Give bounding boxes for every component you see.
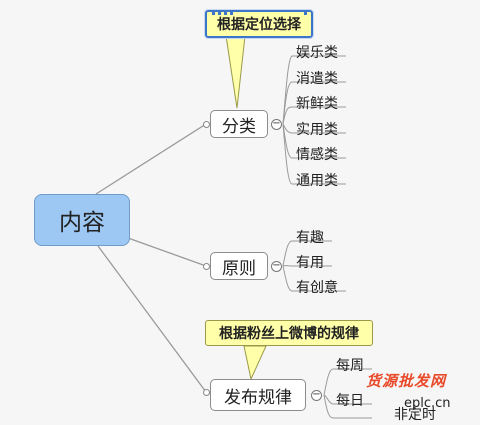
topic-principles[interactable]: 原则	[210, 252, 268, 280]
leaf-emotional[interactable]: 情感类	[296, 147, 338, 163]
selection-handle[interactable]	[224, 12, 227, 15]
topic-principles-label: 原则	[222, 258, 256, 279]
watermark-logo: 货源批发网	[366, 372, 447, 390]
leaf-daily[interactable]: 每日	[336, 393, 364, 409]
leaf-entertainment[interactable]: 娱乐类	[296, 45, 338, 61]
callout-text: 根据定位选择	[217, 17, 301, 33]
leaf-general[interactable]: 通用类	[296, 173, 338, 189]
selection-handle[interactable]	[304, 12, 307, 15]
topic-categories-label: 分类	[222, 116, 256, 137]
leaf-novelty[interactable]: 新鲜类	[296, 96, 338, 112]
collapse-toggle[interactable]: −	[311, 389, 322, 401]
leaf-practical[interactable]: 实用类	[296, 122, 338, 138]
leaf-pastime[interactable]: 消遣类	[296, 71, 338, 87]
topic-connector-dot	[203, 121, 210, 128]
central-topic[interactable]: 内容	[34, 194, 130, 246]
leaf-irregular[interactable]: 非定时	[394, 407, 436, 423]
watermark-domain: eplc.cn	[404, 396, 451, 411]
callout-choose-by-positioning[interactable]: 根据定位选择	[204, 9, 314, 39]
topic-connector-dot	[203, 263, 210, 270]
topic-posting-pattern[interactable]: 发布规律	[210, 379, 306, 411]
leaf-creative[interactable]: 有创意	[296, 280, 338, 296]
leaf-interesting[interactable]: 有趣	[296, 230, 324, 246]
topic-connector-dot	[203, 389, 210, 396]
selection-handle[interactable]	[230, 12, 233, 15]
collapse-toggle[interactable]: −	[271, 260, 282, 272]
callout-follower-pattern[interactable]: 根据粉丝上微博的规律	[205, 320, 373, 346]
topic-categories[interactable]: 分类	[210, 110, 268, 138]
central-topic-label: 内容	[59, 210, 105, 236]
selection-handle[interactable]	[218, 12, 221, 15]
collapse-toggle[interactable]: −	[271, 118, 282, 130]
leaf-weekly[interactable]: 每周	[336, 358, 364, 374]
leaf-useful[interactable]: 有用	[296, 255, 324, 271]
topic-posting-pattern-label: 发布规律	[224, 387, 292, 408]
selection-handle[interactable]	[212, 12, 215, 15]
callout-text: 根据粉丝上微博的规律	[219, 326, 359, 342]
